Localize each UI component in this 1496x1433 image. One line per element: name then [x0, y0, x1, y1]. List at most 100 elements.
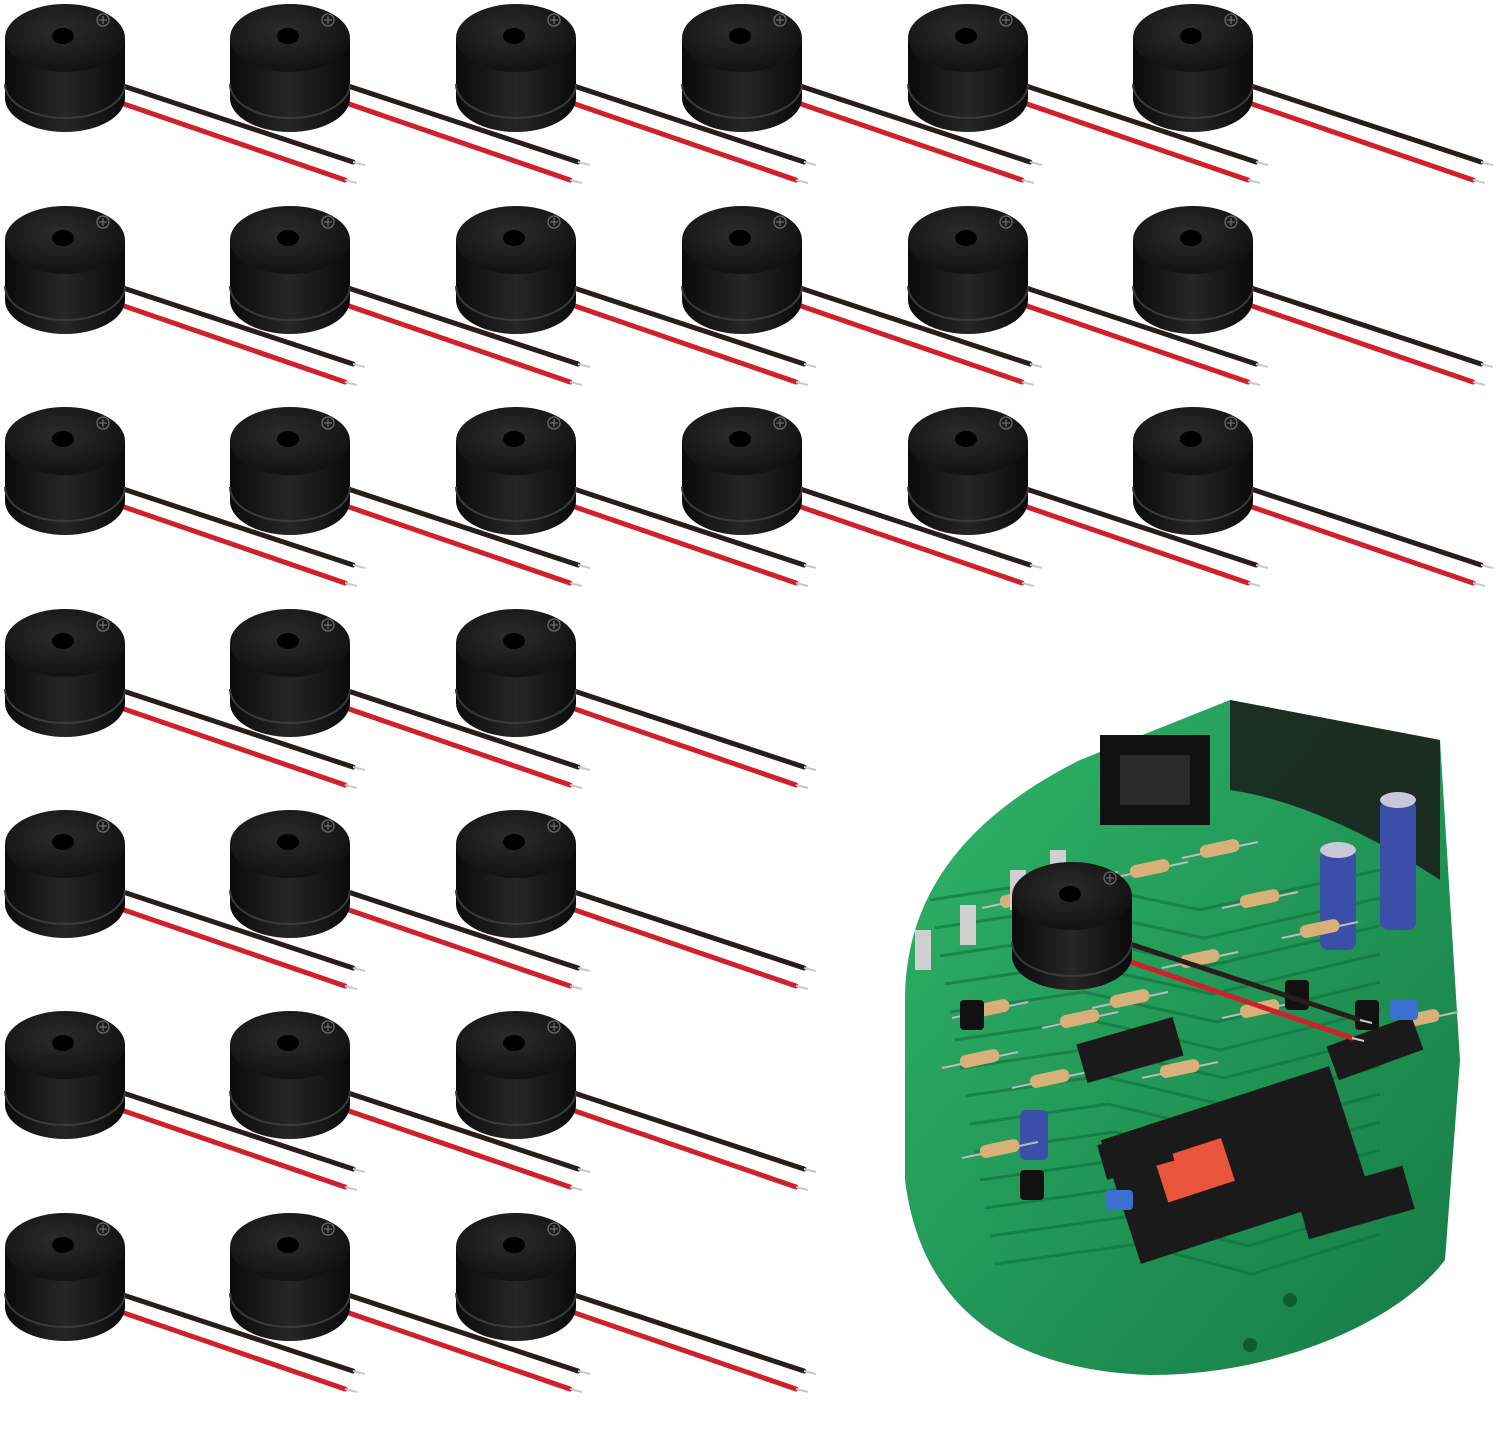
- polarity-icon: [547, 13, 561, 27]
- black-wire: [1230, 77, 1484, 165]
- red-wire: [92, 1300, 348, 1392]
- red-wire: [317, 1098, 573, 1190]
- sound-hole: [503, 230, 525, 246]
- black-wire: [102, 480, 356, 568]
- red-wire: [92, 494, 348, 586]
- wire-tip: [803, 1370, 817, 1375]
- red-wire: [769, 494, 1025, 586]
- wire-tip: [795, 784, 809, 789]
- wire-tip: [569, 1186, 583, 1191]
- polarity-icon: [321, 1020, 335, 1034]
- red-wire: [317, 494, 573, 586]
- black-wire: [327, 682, 581, 770]
- wire-tip: [569, 784, 583, 789]
- polarity-icon: [773, 215, 787, 229]
- buzzer-icon: [4, 1011, 366, 1191]
- black-wire: [327, 883, 581, 971]
- red-wire: [769, 91, 1025, 183]
- resistor: [1129, 859, 1170, 878]
- sound-hole: [503, 834, 525, 850]
- buzzer-icon: [907, 4, 1269, 184]
- sound-hole: [503, 1035, 525, 1051]
- wire-tip: [795, 1186, 809, 1191]
- wire-tip: [577, 564, 591, 569]
- black-wire: [553, 77, 807, 165]
- black-wire: [779, 480, 1033, 568]
- polarity-icon: [96, 416, 110, 430]
- wire-tip: [577, 363, 591, 368]
- wire-tip: [1029, 161, 1043, 166]
- polarity-icon: [321, 416, 335, 430]
- sound-hole: [729, 28, 751, 44]
- black-wire: [1005, 279, 1259, 367]
- black-wire: [553, 883, 807, 971]
- wire-tip: [1472, 582, 1486, 587]
- polarity-icon: [547, 1020, 561, 1034]
- buzzer-icon: [1132, 206, 1494, 386]
- polarity-icon: [96, 819, 110, 833]
- red-wire: [995, 91, 1251, 183]
- resistor: [979, 1139, 1020, 1158]
- wire-tip: [795, 1388, 809, 1393]
- black-wire: [553, 279, 807, 367]
- sound-hole: [1180, 431, 1202, 447]
- sound-hole: [52, 431, 74, 447]
- wire-tip: [352, 967, 366, 972]
- transistor: [1355, 1000, 1379, 1030]
- red-wire: [317, 293, 573, 385]
- black-wire: [553, 1084, 807, 1172]
- black-wire: [553, 1286, 807, 1374]
- black-wire: [102, 1286, 356, 1374]
- transistor: [1020, 1170, 1044, 1200]
- wire-tip: [577, 161, 591, 166]
- polarity-icon: [96, 13, 110, 27]
- wire-tip: [1255, 161, 1269, 166]
- wire-tip: [1247, 582, 1261, 587]
- wire-tip: [344, 1388, 358, 1393]
- polarity-icon: [321, 819, 335, 833]
- polarity-icon: [321, 13, 335, 27]
- wire-tip: [344, 1186, 358, 1191]
- wire-tip: [344, 381, 358, 386]
- wire-tip: [803, 1168, 817, 1173]
- sound-hole: [52, 1237, 74, 1253]
- red-wire: [543, 1098, 799, 1190]
- wire-tip: [795, 179, 809, 184]
- polarity-icon: [96, 618, 110, 632]
- buzzer-icon: [681, 206, 1043, 386]
- buzzer-icon: [4, 407, 366, 587]
- wire-tip: [1359, 1019, 1373, 1024]
- resistor: [1109, 989, 1150, 1008]
- sound-hole: [277, 28, 299, 44]
- buzzer-icon: [455, 1213, 817, 1393]
- wire-tip: [795, 582, 809, 587]
- wire-tip: [344, 582, 358, 587]
- capacitor: [1020, 1110, 1048, 1160]
- buzzer-icon: [229, 1213, 591, 1393]
- wire-tip: [1480, 161, 1494, 166]
- sound-hole: [955, 230, 977, 246]
- buzzer-icon: [1132, 4, 1494, 184]
- sound-hole: [1180, 230, 1202, 246]
- polarity-icon: [96, 1020, 110, 1034]
- wire-tip: [1021, 381, 1035, 386]
- buzzer-icon: [907, 407, 1269, 587]
- buzzer-icon: [229, 1011, 591, 1191]
- buzzer-icon: [229, 810, 591, 990]
- polarity-icon: [999, 416, 1013, 430]
- capacitor: [1380, 800, 1416, 930]
- polarity-icon: [321, 1222, 335, 1236]
- wire-tip: [352, 766, 366, 771]
- wire-tip: [803, 363, 817, 368]
- red-wire: [543, 696, 799, 788]
- transistor: [960, 1000, 984, 1030]
- buzzer-icon: [455, 609, 817, 789]
- wire-tip: [1255, 564, 1269, 569]
- sound-hole: [503, 633, 525, 649]
- wire-tip: [569, 582, 583, 587]
- resistor: [1299, 919, 1340, 938]
- sound-hole: [503, 1237, 525, 1253]
- sound-hole: [729, 431, 751, 447]
- polarity-icon: [1224, 13, 1238, 27]
